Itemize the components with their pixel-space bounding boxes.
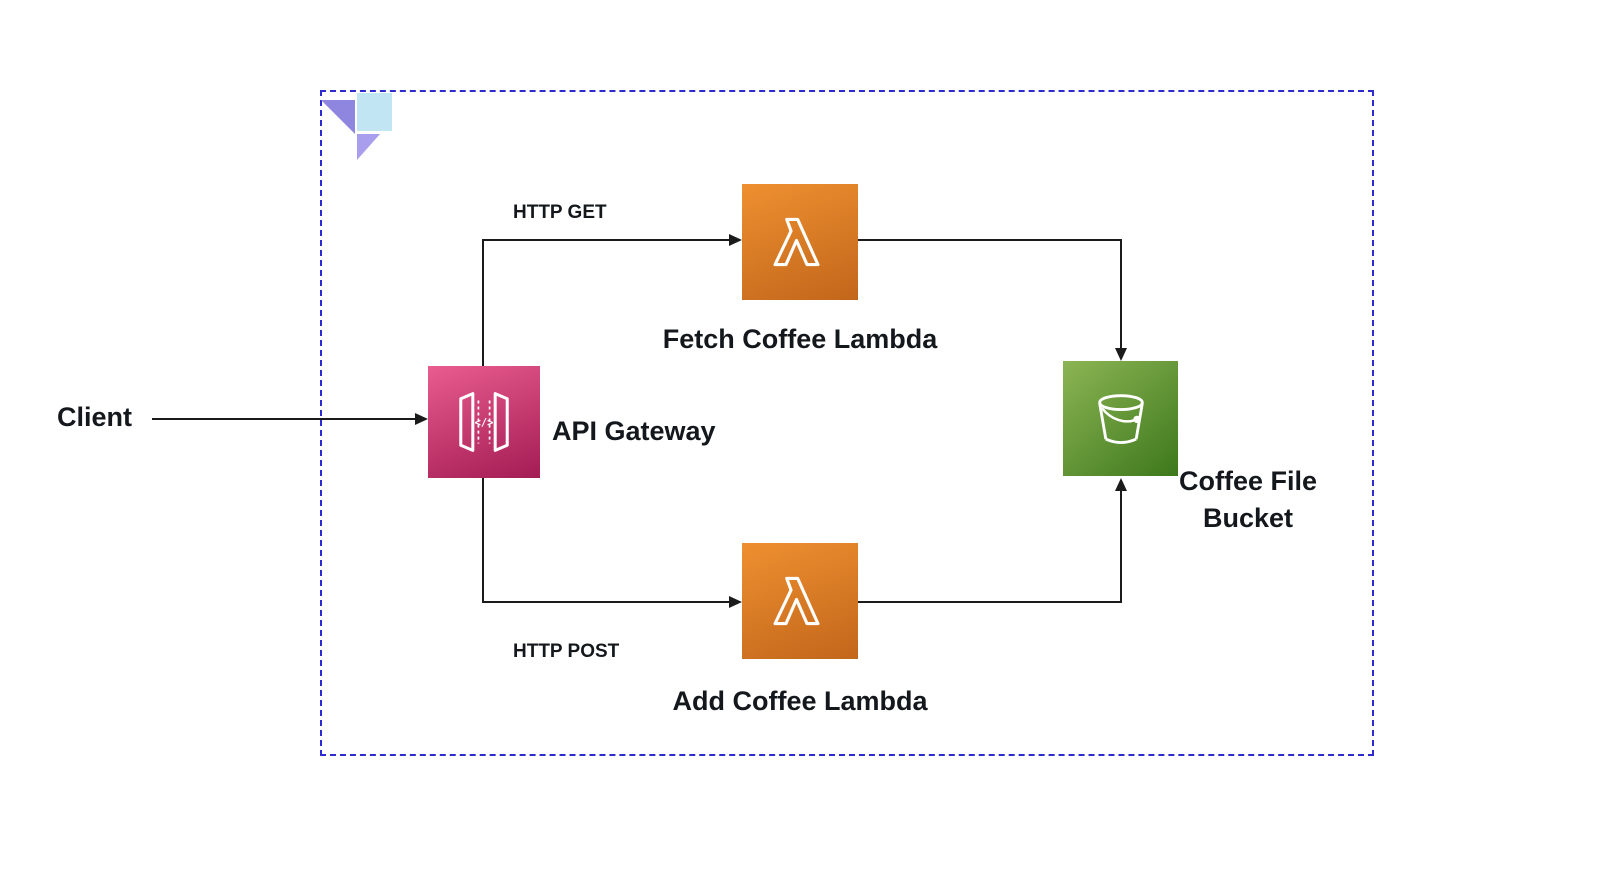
lambda-icon (742, 543, 858, 659)
edge-api-to-add (482, 478, 732, 603)
arrowhead-icon (729, 234, 742, 246)
edge-api-to-fetch (482, 239, 732, 366)
eraser-logo-icon (320, 93, 392, 167)
http-post-edge-label: HTTP POST (513, 641, 620, 662)
bucket-label-line1: Coffee File (1178, 466, 1318, 496)
client-node-label: Client (57, 402, 133, 432)
http-get-edge-label: HTTP GET (513, 202, 607, 223)
arrowhead-icon (415, 413, 428, 425)
s3-bucket-icon (1063, 361, 1178, 476)
lambda-icon (742, 184, 858, 300)
arrowhead-icon (1115, 478, 1127, 491)
edge-fetch-to-bucket (858, 239, 1122, 351)
fetch-lambda-node-label: Fetch Coffee Lambda (662, 324, 938, 354)
code-brackets-glyph: </> (475, 417, 494, 429)
api-gateway-node-label: API Gateway (552, 416, 716, 446)
api-gateway-icon: </> (428, 366, 540, 478)
edge-add-to-bucket (858, 488, 1122, 603)
arrowhead-icon (729, 596, 742, 608)
add-lambda-node-label: Add Coffee Lambda (672, 686, 928, 716)
bucket-node-label: Coffee File Bucket (1130, 463, 1366, 537)
bucket-label-line2: Bucket (1202, 503, 1294, 533)
arrowhead-icon (1115, 348, 1127, 361)
